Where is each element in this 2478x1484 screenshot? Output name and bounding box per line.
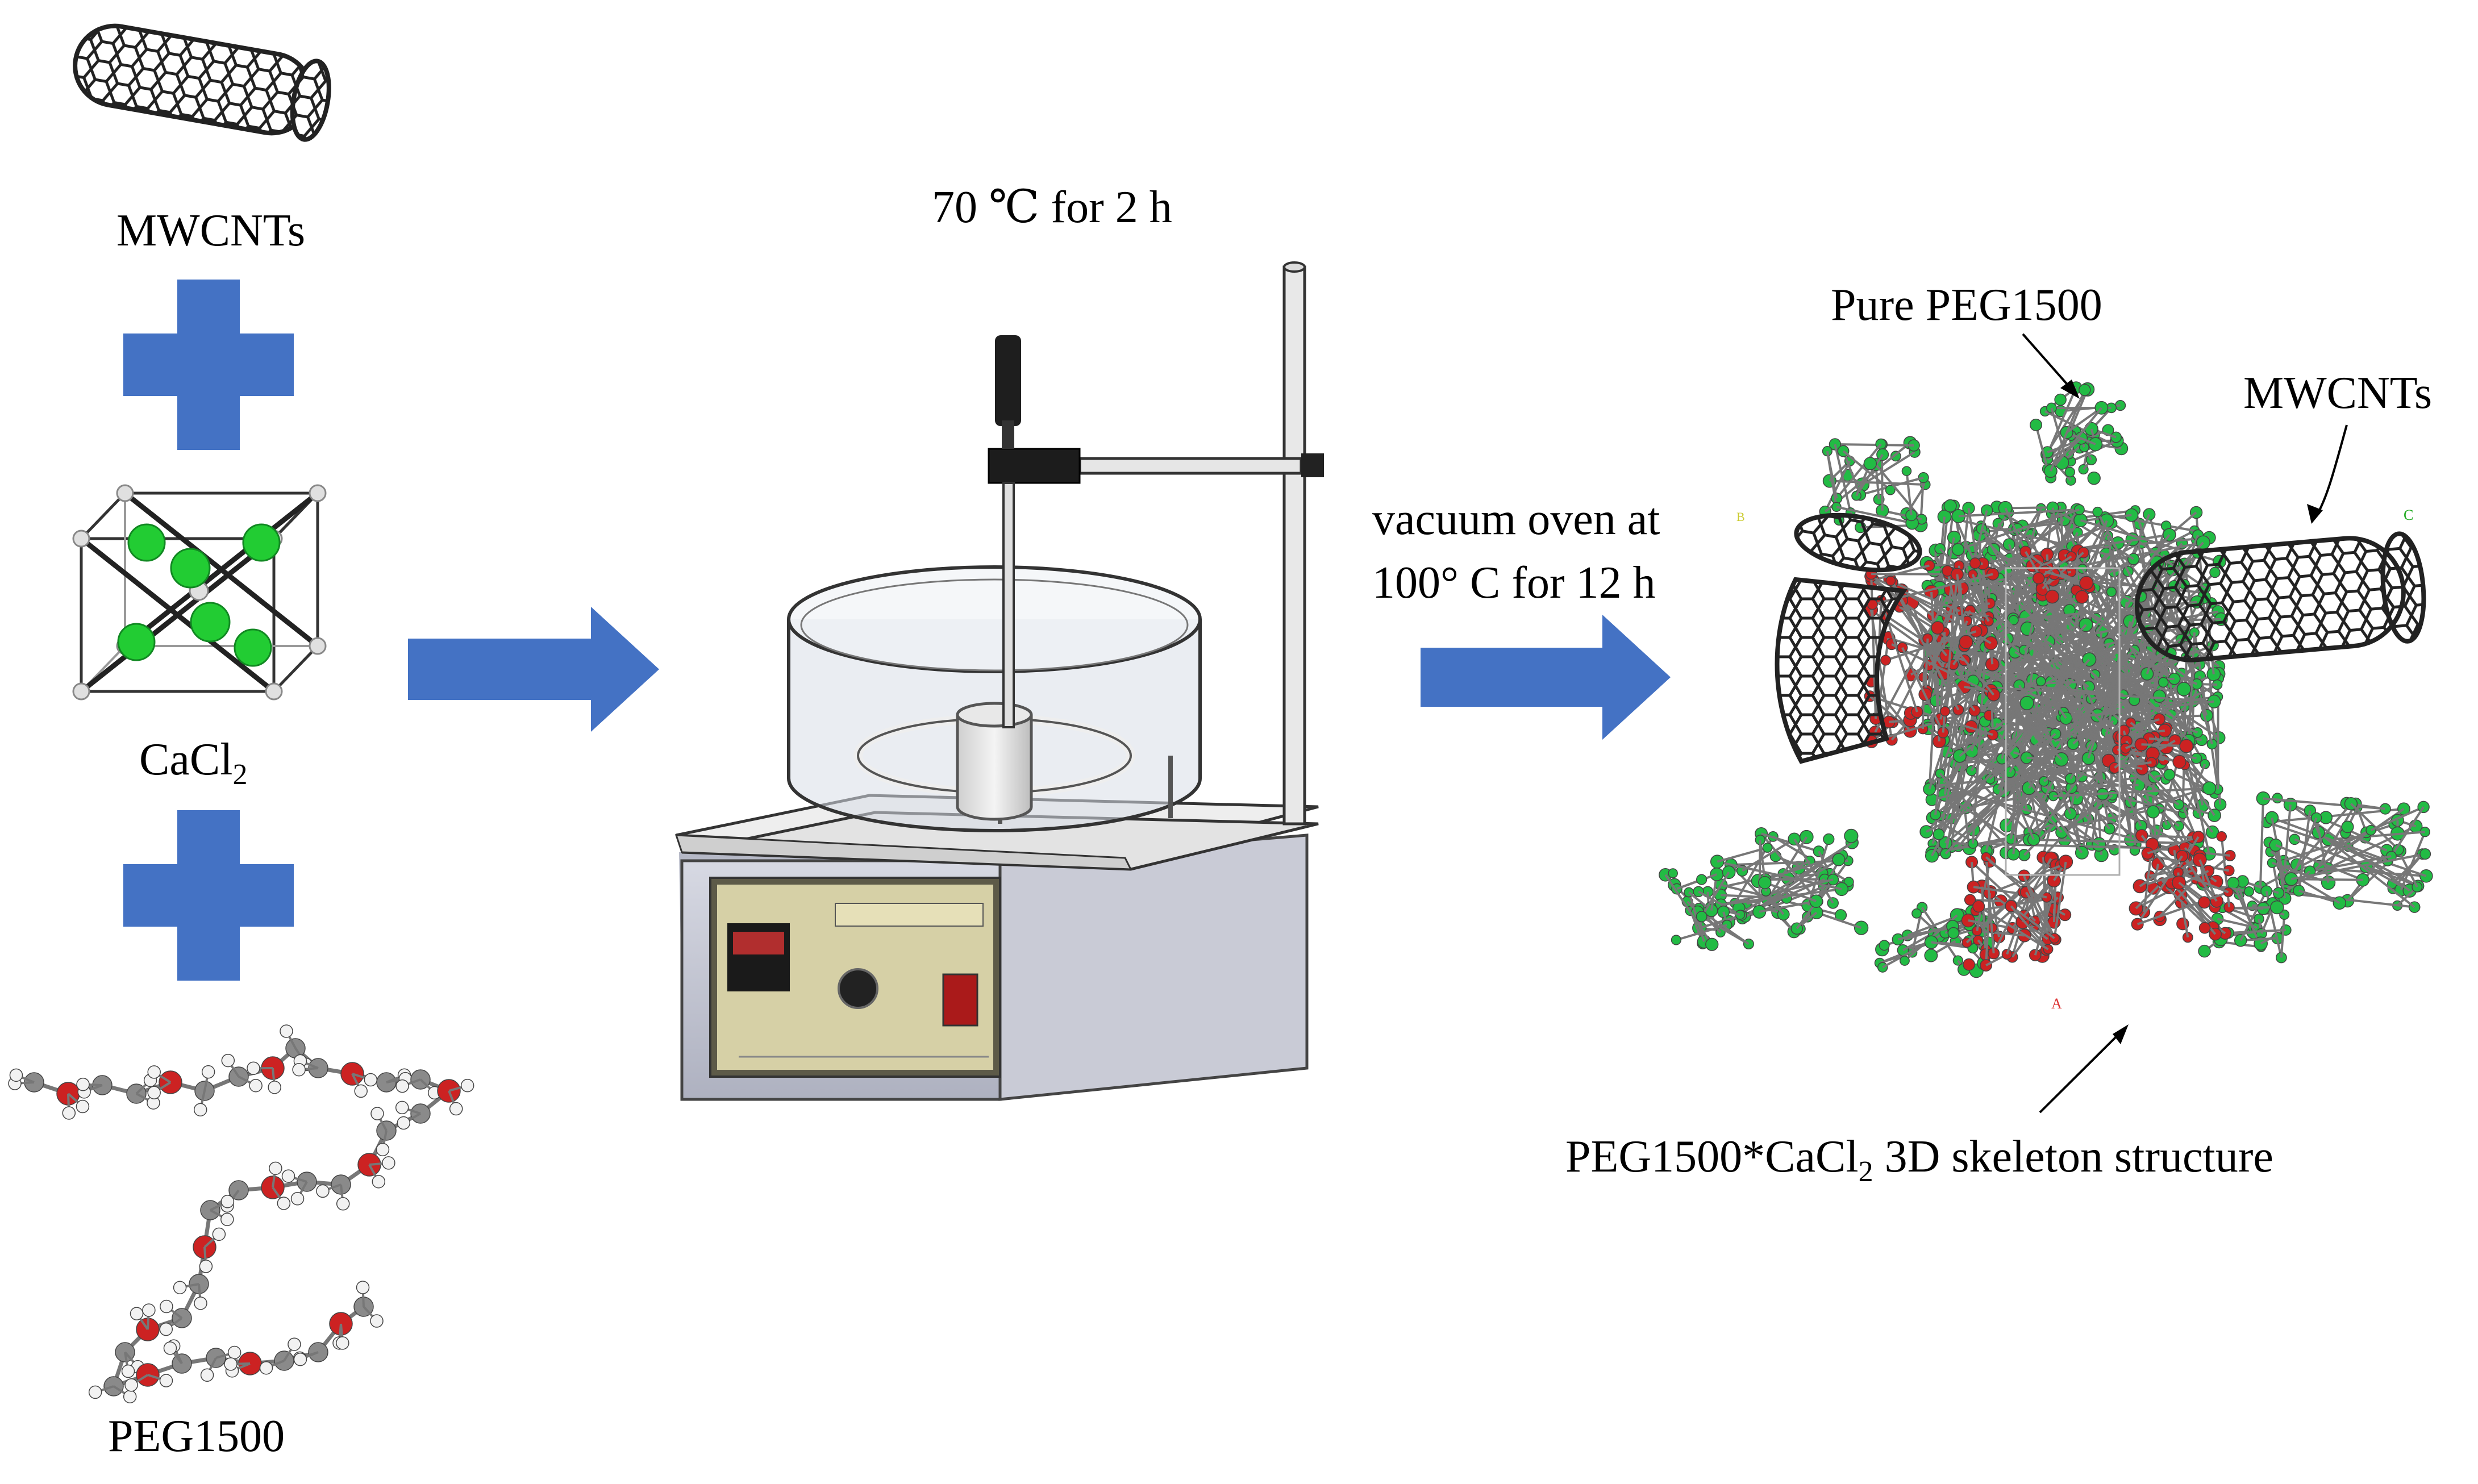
pointer-arrow-icon <box>2023 334 2074 392</box>
mwcnts-label: MWCNTs <box>116 208 305 253</box>
pure-peg-label: Pure PEG1500 <box>1831 282 2102 328</box>
vacuum-oven-label-line2: 100° C for 12 h <box>1372 560 1656 606</box>
composite-structure-icon: A C B <box>1659 382 2433 1012</box>
skeleton-label-main: PEG1500*CaCl <box>1565 1132 1859 1182</box>
vacuum-oven-label-line1: vacuum oven at <box>1372 497 1660 542</box>
peg1500-molecule-icon <box>9 1025 474 1403</box>
water-bath-stirrer-icon <box>676 262 1324 1099</box>
skeleton-label-subscript: 2 <box>1859 1156 1873 1188</box>
cacl2-label-subscript: 2 <box>232 758 247 791</box>
plus-icon <box>123 280 294 450</box>
mwcnt-nanotube-icon <box>69 20 334 143</box>
product-mwcnts-label: MWCNTs <box>2243 370 2432 416</box>
skeleton-structure-label: PEG1500*CaCl2 3D skeleton structure <box>1565 1134 2273 1187</box>
mwcnt-nanotube-icon <box>2133 532 2428 664</box>
plus-icon <box>123 810 294 981</box>
axis-letter-b: B <box>1736 510 1745 524</box>
composite-atom-cluster <box>1659 382 2433 978</box>
pointer-arrow-icon <box>2040 1031 2122 1112</box>
cacl2-label-text: CaCl <box>139 735 232 785</box>
process-arrow-icon <box>1421 615 1671 740</box>
stirring-condition-label: 70 ℃ for 2 h <box>932 185 1172 230</box>
pointer-arrowhead-icon <box>2113 1024 2129 1044</box>
pointer-arrow-icon <box>2315 425 2347 517</box>
axis-letter-a: A <box>2051 995 2062 1012</box>
peg1500-label: PEG1500 <box>108 1414 285 1459</box>
skeleton-label-tail: 3D skeleton structure <box>1873 1132 2273 1182</box>
cacl2-crystal-icon <box>73 485 326 699</box>
process-arrow-icon <box>408 607 659 732</box>
cacl2-label: CaCl2 <box>139 737 247 790</box>
axis-letter-c: C <box>2404 507 2413 523</box>
